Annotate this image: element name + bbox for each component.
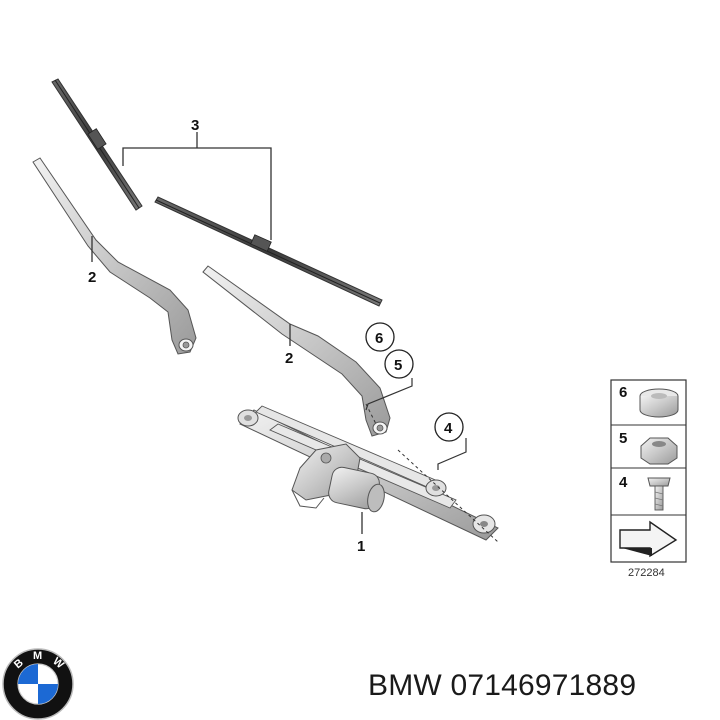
wiper-blade-left (51, 78, 143, 211)
callout-1: 1 (357, 538, 365, 555)
callout-4: 4 (444, 420, 453, 437)
legend-label-bolt: 4 (619, 474, 628, 491)
caption-part-number: 07146971889 (450, 669, 637, 702)
callout-3: 3 (191, 117, 199, 134)
wiper-arm-left (32, 157, 197, 355)
legend-label-cap: 6 (619, 384, 627, 401)
caption-brand: BMW (368, 669, 442, 702)
callout-2-left: 2 (88, 269, 96, 286)
fastener-legend (610, 379, 687, 563)
callout-4-badge (434, 412, 464, 442)
part-caption: BMW 07146971889 (368, 664, 716, 708)
callout-2-right: 2 (285, 350, 293, 367)
legend-label-nut: 5 (619, 430, 627, 447)
callout-5: 5 (394, 357, 402, 374)
callout-5-6-leader (365, 378, 413, 425)
wiper-linkage-motor-assembly (237, 405, 499, 541)
logo-letter-m: M (33, 650, 42, 662)
wiper-arm-right (202, 265, 391, 437)
callout-6: 6 (375, 330, 383, 347)
callout-6-badge (365, 322, 395, 352)
bmw-logo: B M W (2, 648, 74, 720)
wiper-blade-right (154, 196, 383, 307)
diagram-id: 272284 (628, 567, 665, 579)
callout-5-badge (384, 349, 414, 379)
callout-3-leader (122, 132, 272, 240)
callout-4-leader (397, 438, 499, 543)
